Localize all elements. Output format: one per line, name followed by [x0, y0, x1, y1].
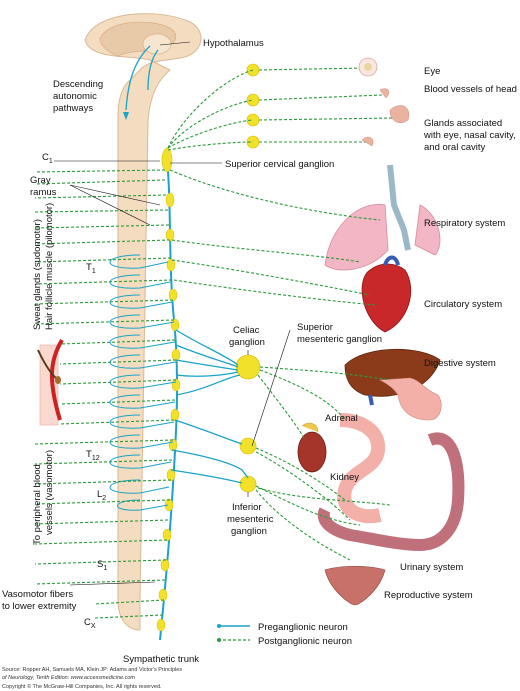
sympathetic-trunk-chain — [156, 147, 181, 641]
label-cx: CX — [84, 617, 96, 630]
label-inf-mes-2: mesenteric — [227, 514, 274, 525]
peripheral-vessel-inset — [37, 338, 64, 426]
reproductive-organ — [324, 565, 386, 606]
thoracic-organs — [324, 164, 441, 333]
label-kidney: Kidney — [330, 472, 359, 483]
labels: Hypothalamus Descending autonomic pathwa… — [2, 38, 517, 665]
label-l2: L2 — [97, 489, 106, 502]
legend-postganglionic-label: Postganglionic neuron — [258, 636, 352, 647]
label-sympathetic-trunk: Sympathetic trunk — [123, 654, 199, 665]
label-hypothalamus: Hypothalamus — [203, 38, 264, 49]
label-t1: T1 — [86, 262, 96, 275]
leader-lines — [54, 41, 291, 586]
abdominal-ganglia — [235, 354, 261, 493]
colon-organ — [317, 432, 465, 552]
label-sup-mes-2: mesenteric ganglion — [297, 334, 382, 345]
kidney-organ — [297, 431, 327, 473]
label-glands-1: Glands associated — [424, 118, 502, 129]
label-glands-2: with eye, nasal cavity, — [423, 130, 516, 141]
label-celiac-1: Celiac — [233, 325, 260, 336]
label-reproductive: Reproductive system — [384, 590, 473, 601]
label-c1: C1 — [42, 152, 53, 165]
label-peripheral-vessels-2: vessels (vasomotor) — [44, 450, 55, 535]
heart-organ — [361, 263, 412, 333]
label-vasomotor-2: to lower extremity — [2, 601, 77, 612]
head-ganglia — [246, 63, 260, 149]
label-gray-2: ramus — [30, 187, 57, 198]
label-descending-2: autonomic — [53, 91, 97, 102]
label-eye: Eye — [424, 66, 440, 77]
label-adrenal: Adrenal — [325, 413, 358, 424]
legend-preganglionic-label: Preganglionic neuron — [258, 622, 348, 633]
label-gray-1: Gray — [30, 175, 51, 186]
brain-and-spinal-cord — [84, 13, 202, 631]
source-line-1: Source: Ropper AH, Samuels MA, Klein JP:… — [2, 667, 182, 673]
label-digestive: Digestive system — [424, 358, 496, 369]
label-t12: T12 — [86, 449, 100, 462]
label-glands-3: and oral cavity — [424, 142, 486, 153]
label-sup-mes-1: Superior — [297, 322, 333, 333]
preganglionic-loops — [109, 254, 177, 511]
head-preganglionic — [167, 67, 396, 151]
inferior-mesenteric-ganglion — [239, 475, 257, 493]
label-s1: S1 — [97, 559, 107, 572]
lung-organ — [324, 203, 389, 271]
abdominal-organs — [297, 348, 465, 606]
label-vessels-head: Blood vessels of head — [424, 84, 517, 95]
descending-pathway-arrows — [123, 45, 159, 120]
label-circulatory: Circulatory system — [424, 299, 502, 310]
source-credit: Source: Ropper AH, Samuels MA, Klein JP:… — [2, 667, 182, 690]
thoracic-postganglionic — [169, 169, 381, 306]
superior-mesenteric-ganglion — [239, 437, 257, 455]
splanchnic-nerves — [170, 329, 249, 484]
postganglionic-fibers-left — [34, 169, 177, 619]
label-celiac-2: ganglion — [229, 337, 265, 348]
label-peripheral-vessels-1: To peripheral blood — [32, 464, 43, 545]
source-line-3: Copyright © The McGraw-Hill Companies, I… — [2, 683, 162, 690]
label-respiratory: Respiratory system — [424, 218, 505, 229]
label-vasomotor-1: Vasomotor fibers — [2, 589, 73, 600]
abdominal-postganglionic — [255, 366, 391, 561]
head-organs — [358, 57, 410, 147]
label-descending-1: Descending — [53, 79, 103, 90]
label-superior-cervical: Superior cervical ganglion — [225, 159, 334, 170]
label-inf-mes-1: Inferior — [232, 502, 262, 513]
label-inf-mes-3: ganglion — [231, 526, 267, 537]
legend: Preganglionic neuron Postganglionic neur… — [217, 622, 352, 647]
label-hair-follicle: Hair follicle muscle (pilomotor) — [44, 203, 55, 330]
label-descending-3: pathways — [53, 103, 93, 114]
label-sweat-glands: Sweat glands (sudomotor) — [32, 219, 43, 330]
label-urinary: Urinary system — [400, 562, 463, 573]
source-line-2: of Neurology, Tenth Edition: www.accessm… — [2, 675, 135, 681]
